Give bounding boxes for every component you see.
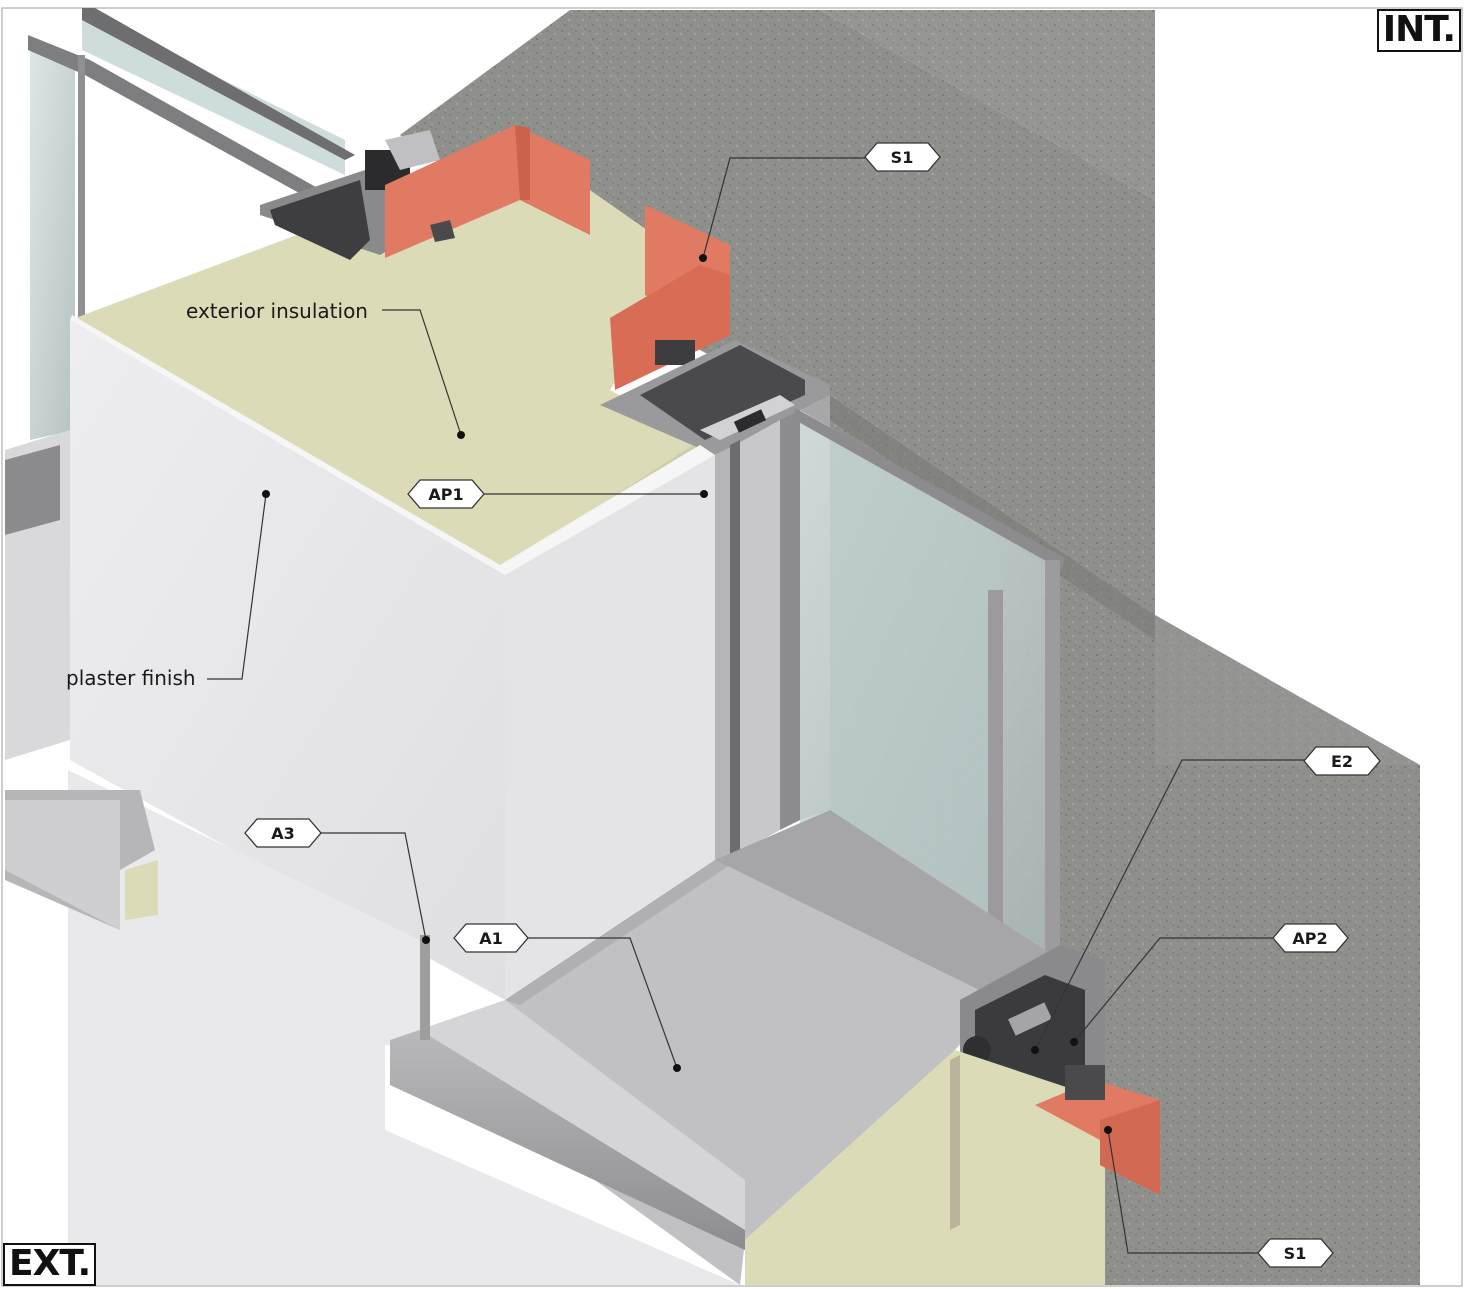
tag-s1-bottom-label: S1: [1284, 1244, 1307, 1263]
tag-s1-bottom: S1: [1257, 1238, 1334, 1268]
tag-ap1: AP1: [407, 479, 485, 509]
tag-a3: A3: [244, 818, 322, 848]
lower-insulation: [745, 1050, 1105, 1285]
left-sill-fragment: [5, 430, 158, 930]
upper-bracket: [385, 125, 590, 258]
exterior-insulation-top: [70, 190, 700, 570]
tag-s1-top-label: S1: [891, 148, 914, 167]
tag-e2: E2: [1303, 746, 1381, 776]
tag-ap2-label: AP2: [1292, 929, 1327, 948]
tag-ap2: AP2: [1272, 923, 1349, 953]
tag-a1: A1: [453, 923, 529, 953]
exterior-label: EXT.: [3, 1243, 97, 1286]
upper-frame-profile: [260, 130, 440, 260]
tag-e2-label: E2: [1331, 752, 1353, 771]
note-plaster-finish: plaster finish: [66, 666, 196, 690]
tag-a1-label: A1: [479, 929, 503, 948]
plaster-lower-wall: [68, 770, 740, 1285]
window-sill: [390, 810, 1060, 1285]
note-exterior-insulation: exterior insulation: [186, 299, 368, 323]
tag-ap1-label: AP1: [428, 485, 463, 504]
plaster-block: [70, 315, 715, 1000]
tag-a3-label: A3: [271, 824, 295, 843]
tag-s1-top: S1: [864, 142, 941, 172]
interior-label: INT.: [1376, 9, 1461, 52]
